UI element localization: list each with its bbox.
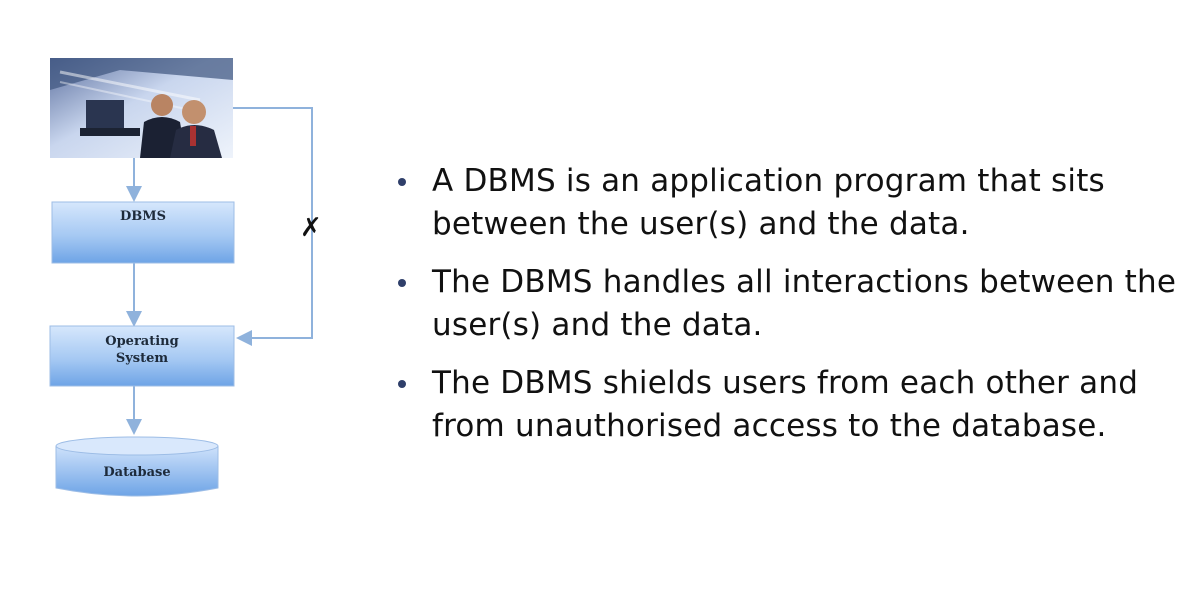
bullet-dot-icon [398, 380, 406, 388]
dbms-box: DBMS [51, 201, 235, 264]
bullet-item: A DBMS is an application program that si… [392, 160, 1182, 246]
os-box-label-line2: System [116, 351, 169, 366]
os-box-label-line1: Operating [105, 334, 178, 349]
bullet-dot-icon [398, 178, 406, 186]
bullet-dot-icon [398, 279, 406, 287]
bullet-list: A DBMS is an application program that si… [392, 160, 1182, 463]
bullet-item: The DBMS handles all interactions betwee… [392, 261, 1182, 347]
database-label: Database [103, 465, 170, 480]
bullet-text: The DBMS shields users from each other a… [432, 365, 1139, 444]
operating-system-box: Operating System [49, 325, 235, 387]
blocked-path-cross-icon: ✗ [300, 213, 322, 243]
bullet-item: The DBMS shields users from each other a… [392, 362, 1182, 448]
database-cylinder: Database [55, 436, 219, 497]
flow-arrows [126, 107, 313, 435]
dbms-box-label: DBMS [120, 209, 166, 224]
bullet-text: A DBMS is an application program that si… [432, 163, 1105, 242]
bullet-text: The DBMS handles all interactions betwee… [432, 264, 1177, 343]
business-users-photo [50, 58, 233, 158]
blocked-direct-path [233, 107, 313, 346]
dbms-architecture-diagram: ✗ DBMS Operating System Database [49, 58, 322, 497]
